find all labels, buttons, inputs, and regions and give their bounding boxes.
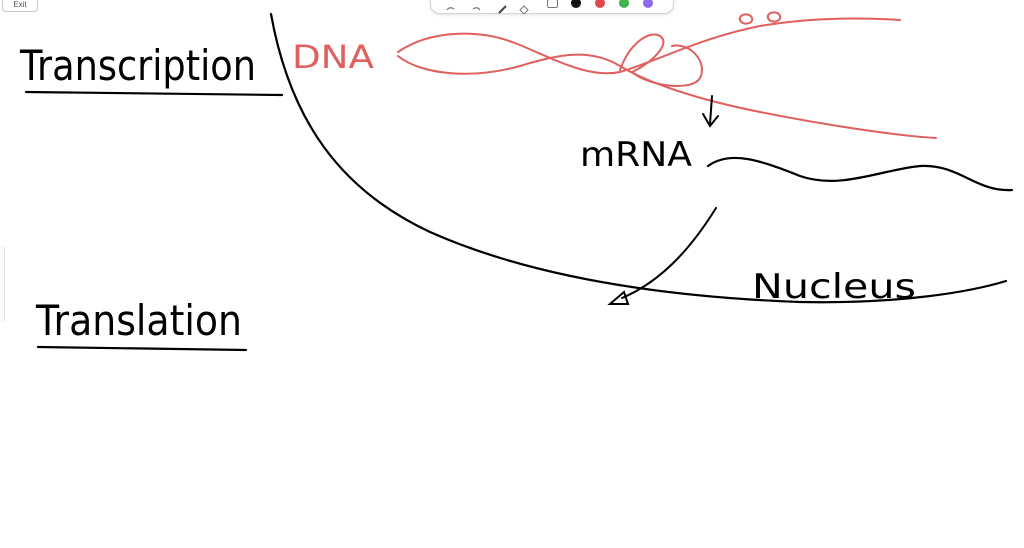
dna-helix — [397, 11, 937, 139]
nuclear-envelope — [269, 12, 1008, 304]
export-arrow — [607, 207, 717, 305]
color-swatch-red[interactable] — [595, 0, 605, 8]
drawing-toolbar — [430, 0, 674, 15]
transcription-underline — [24, 90, 284, 97]
color-swatch-green[interactable] — [619, 0, 629, 8]
mrna-strand — [706, 156, 1014, 192]
label-nucleus: Nucleus — [752, 267, 916, 307]
side-panel-handle[interactable] — [0, 246, 5, 322]
exit-button[interactable]: Exit — [2, 0, 38, 12]
pen-icon[interactable] — [497, 0, 508, 14]
undo-icon[interactable] — [445, 0, 456, 11]
label-dna: DNA — [292, 38, 374, 76]
transcription-arrow — [702, 95, 719, 128]
heading-translation: Translation — [35, 296, 242, 345]
color-swatch-black[interactable] — [571, 0, 581, 8]
heading-transcription: Transcription — [19, 41, 256, 90]
translation-underline — [36, 345, 248, 352]
label-mrna: mRNA — [580, 135, 692, 175]
shape-icon[interactable] — [547, 0, 558, 8]
color-swatch-purple[interactable] — [643, 0, 653, 8]
redo-icon[interactable] — [471, 0, 482, 11]
